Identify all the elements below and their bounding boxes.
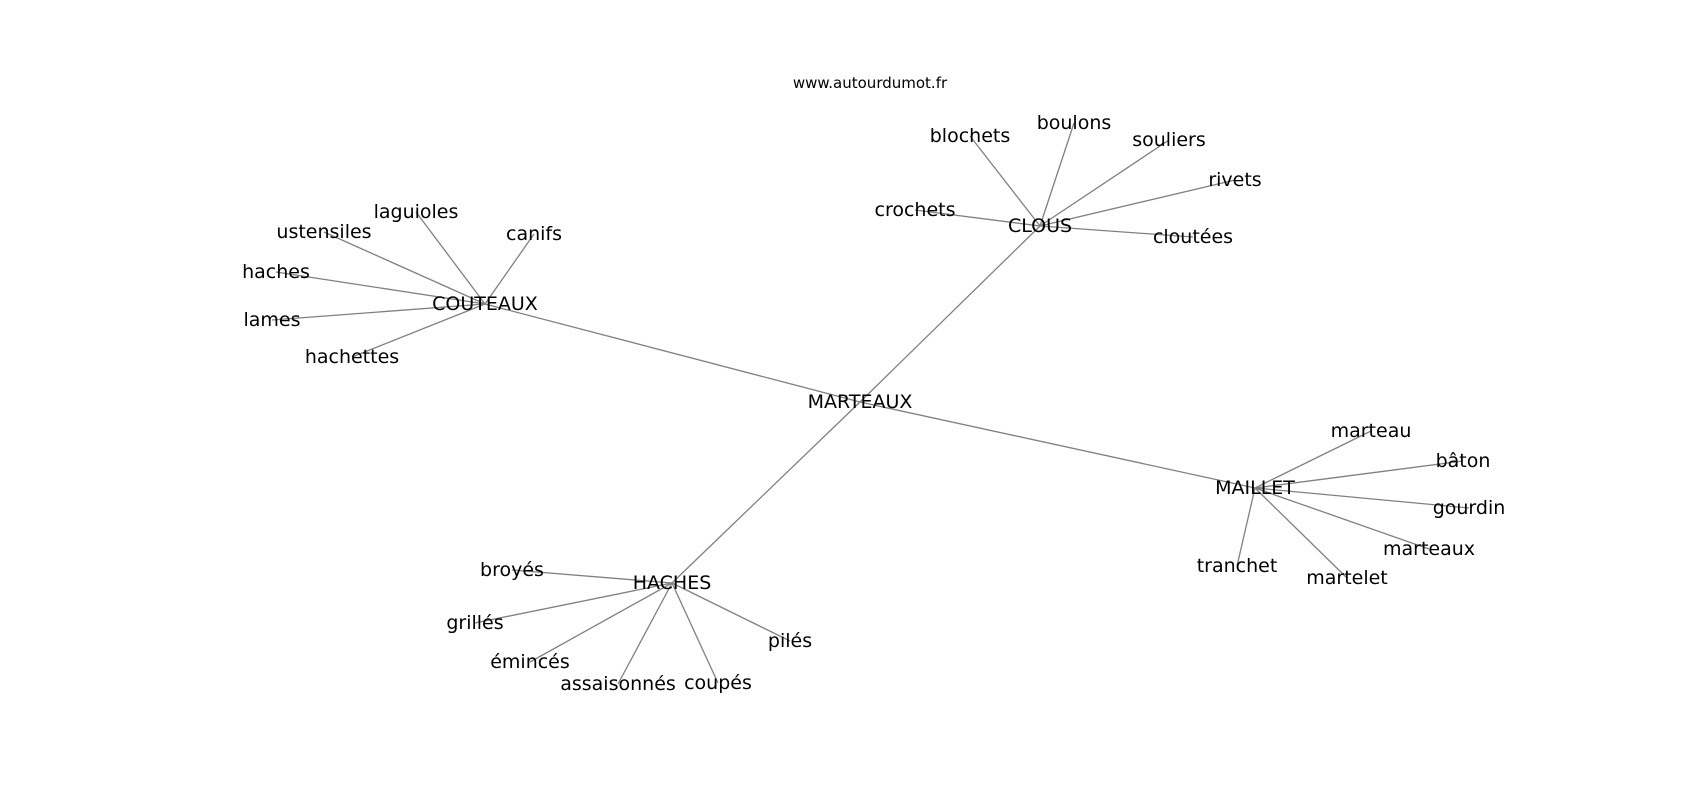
leaf-node-haches[interactable]: haches <box>242 261 310 283</box>
edge-couteaux-lames <box>271 303 486 321</box>
leaf-node-crochets[interactable]: crochets <box>875 199 956 221</box>
leaf-node-gourdin[interactable]: gourdin <box>1433 497 1506 519</box>
leaf-node-grilles[interactable]: grillés <box>446 612 503 634</box>
leaf-node-coupes[interactable]: coupés <box>684 672 752 694</box>
edge-haches-assaisonnes <box>617 582 673 685</box>
edge-couteaux-haches <box>275 271 486 305</box>
hub-node-maillet[interactable]: MAILLET <box>1215 477 1295 499</box>
leaf-node-blochets[interactable]: blochets <box>930 125 1011 147</box>
leaf-node-baton[interactable]: bâton <box>1436 450 1491 472</box>
leaf-node-lames[interactable]: lames <box>243 309 300 331</box>
edge-maillet-martelet <box>1254 487 1348 579</box>
edge-maillet-gourdin <box>1254 487 1470 509</box>
edge-haches-piles <box>671 582 791 642</box>
edge-haches-broyes <box>511 569 673 584</box>
edge-couteaux-canifs <box>484 233 535 305</box>
hub-node-clous[interactable]: CLOUS <box>1008 215 1072 237</box>
labels-layer: MARTEAUX COUTEAUX laguioles canifs ustensile… <box>242 112 1505 695</box>
hub-node-couteaux[interactable]: COUTEAUX <box>432 293 538 315</box>
edge-clous-boulons <box>1039 122 1075 227</box>
edge-haches-coupes <box>671 582 719 684</box>
edge-clous-blochets <box>969 135 1041 227</box>
edge-root-clous <box>859 225 1041 403</box>
edge-maillet-marteau <box>1254 430 1372 489</box>
edge-root-maillet <box>859 401 1256 489</box>
edge-maillet-baton <box>1254 460 1464 489</box>
edge-couteaux-hachettes <box>351 303 486 358</box>
edges-layer <box>271 122 1470 685</box>
hub-node-haches[interactable]: HACHES <box>633 572 712 594</box>
leaf-node-assaisonnes[interactable]: assaisonnés <box>560 673 676 695</box>
leaf-node-canifs[interactable]: canifs <box>506 223 562 245</box>
edge-root-haches <box>671 401 861 584</box>
leaf-node-marteau[interactable]: marteau <box>1331 420 1412 442</box>
leaf-node-hachettes[interactable]: hachettes <box>305 346 399 368</box>
leaf-node-boulons[interactable]: boulons <box>1037 112 1112 134</box>
leaf-node-rivets[interactable]: rivets <box>1208 169 1261 191</box>
edge-haches-grilles <box>474 582 673 624</box>
root-node[interactable]: MARTEAUX <box>808 391 913 413</box>
edge-root-couteaux <box>484 303 861 403</box>
leaf-node-eminces[interactable]: émincés <box>490 651 570 673</box>
leaf-node-cloutees[interactable]: cloutées <box>1153 226 1233 248</box>
leaf-node-piles[interactable]: pilés <box>768 630 812 652</box>
edge-maillet-marteaux <box>1254 487 1430 550</box>
leaf-node-ustensiles[interactable]: ustensiles <box>276 221 371 243</box>
leaf-node-broyes[interactable]: broyés <box>480 559 544 581</box>
edge-clous-cloutees <box>1039 225 1194 238</box>
leaf-node-martelet[interactable]: martelet <box>1306 567 1388 589</box>
edge-couteaux-laguioles <box>415 211 486 305</box>
edge-clous-crochets <box>914 209 1041 227</box>
edge-haches-eminces <box>529 582 673 663</box>
edge-clous-souliers <box>1039 139 1170 227</box>
edge-couteaux-ustensiles <box>323 231 486 305</box>
leaf-node-tranchet[interactable]: tranchet <box>1197 555 1278 577</box>
edge-clous-rivets <box>1039 179 1236 227</box>
edge-maillet-tranchet <box>1236 487 1256 567</box>
leaf-node-laguioles[interactable]: laguioles <box>374 201 459 223</box>
leaf-node-souliers[interactable]: souliers <box>1132 129 1206 151</box>
source-url[interactable]: www.autourdumot.fr <box>793 74 948 92</box>
leaf-node-marteaux[interactable]: marteaux <box>1383 538 1475 560</box>
